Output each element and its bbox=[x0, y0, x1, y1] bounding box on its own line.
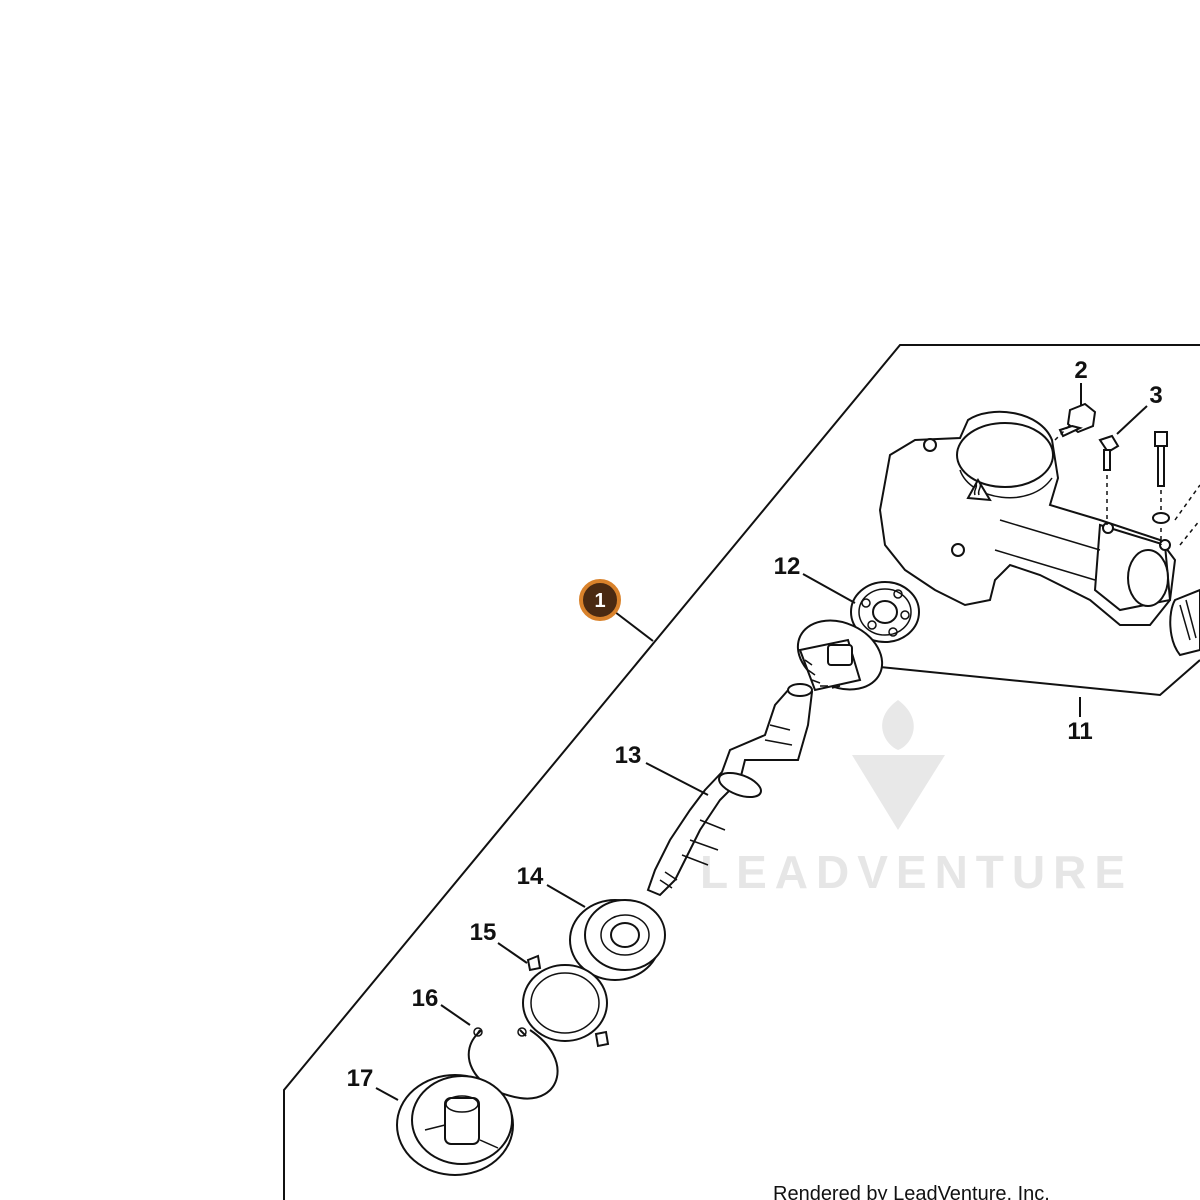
callout-part-1[interactable]: 1 bbox=[579, 579, 621, 621]
bevel-gear bbox=[796, 619, 884, 692]
part-2-hex-bolt bbox=[1054, 402, 1097, 441]
label-part-11: 11 bbox=[1067, 718, 1092, 745]
part-labels: 2 3 11 12 13 14 15 16 17 bbox=[347, 357, 1163, 1092]
part-13-drive-shaft bbox=[646, 683, 814, 897]
label-part-17: 17 bbox=[347, 1065, 374, 1092]
label-part-16: 16 bbox=[412, 985, 439, 1012]
watermark-brand: LEADVENTURE bbox=[700, 846, 1133, 898]
label-part-15: 15 bbox=[470, 919, 497, 946]
leadventure-logo-icon bbox=[852, 700, 945, 830]
part-17-thrust-plate bbox=[396, 1074, 514, 1176]
hot-surface-warning-icon bbox=[966, 478, 992, 502]
gear-housing bbox=[878, 410, 1200, 657]
label-part-3: 3 bbox=[1149, 382, 1162, 409]
callout-label[interactable]: 1 bbox=[594, 590, 605, 612]
part-3-screw bbox=[1098, 431, 1200, 546]
assembly-11-boundary bbox=[879, 659, 1200, 697]
label-part-14: 14 bbox=[517, 863, 544, 890]
label-part-12: 12 bbox=[774, 553, 801, 580]
label-part-2: 2 bbox=[1074, 357, 1087, 384]
part-12-ball-bearing bbox=[850, 581, 920, 643]
label-part-13: 13 bbox=[615, 742, 642, 769]
part-14-bearing bbox=[569, 899, 666, 981]
leader-lines bbox=[375, 383, 1148, 1101]
render-credit: Rendered by LeadVenture, Inc. bbox=[773, 1183, 1050, 1200]
part-16-circlip bbox=[467, 1027, 559, 1100]
part-15-disc bbox=[522, 954, 610, 1048]
assembly-boundary bbox=[283, 344, 1200, 1200]
callout-bubble[interactable] bbox=[579, 579, 621, 621]
